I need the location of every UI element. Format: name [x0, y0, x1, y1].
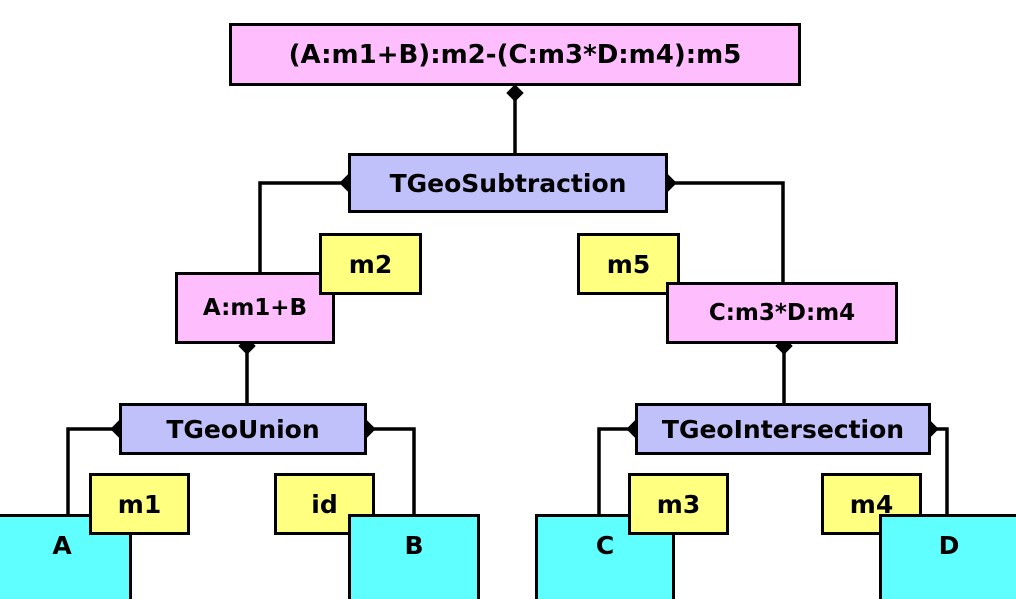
- matrix-m4-label: m4: [849, 489, 894, 519]
- node-shape-a-label: A: [52, 531, 72, 560]
- node-root-expression-label: (A:m1+B):m2-(C:m3*D:m4):m5: [288, 39, 742, 70]
- edge-union-to-shape-a: [66, 427, 118, 515]
- matrix-m5-label: m5: [606, 249, 651, 279]
- node-intersection[interactable]: TGeoIntersection: [635, 403, 931, 455]
- matrix-m3-label: m3: [656, 489, 701, 519]
- node-root-expression[interactable]: (A:m1+B):m2-(C:m3*D:m4):m5: [229, 23, 801, 86]
- matrix-m2[interactable]: m2: [319, 233, 422, 295]
- node-shape-b[interactable]: B: [348, 514, 480, 599]
- edge-intersection-to-shape-d: [931, 427, 949, 515]
- matrix-m5[interactable]: m5: [577, 233, 680, 295]
- node-shape-c-label: C: [595, 531, 615, 560]
- node-left-expression-label: A:m1+B: [202, 294, 308, 321]
- node-left-expression[interactable]: A:m1+B: [175, 272, 335, 344]
- edge-intersection-to-shape-c: [597, 427, 634, 515]
- node-right-expression-label: C:m3*D:m4: [708, 299, 856, 326]
- node-right-expression[interactable]: C:m3*D:m4: [666, 282, 898, 344]
- node-union[interactable]: TGeoUnion: [119, 403, 367, 455]
- edge-union-to-shape-b: [368, 427, 416, 515]
- matrix-m1-label: m1: [117, 489, 162, 519]
- node-shape-d-label: D: [938, 531, 960, 560]
- edge-subtraction-to-right-expression: [668, 181, 785, 283]
- node-shape-d[interactable]: D: [879, 514, 1016, 599]
- edge-subtraction-to-left-expression: [258, 181, 347, 273]
- diamond-root-bottom: [506, 84, 524, 102]
- node-subtraction[interactable]: TGeoSubtraction: [348, 153, 668, 213]
- node-intersection-label: TGeoIntersection: [661, 414, 905, 444]
- node-subtraction-label: TGeoSubtraction: [389, 168, 627, 198]
- node-union-label: TGeoUnion: [166, 414, 320, 444]
- matrix-m1[interactable]: m1: [89, 473, 190, 535]
- matrix-m3[interactable]: m3: [628, 473, 729, 535]
- matrix-id-label: id: [311, 489, 338, 519]
- node-shape-b-label: B: [404, 531, 424, 560]
- matrix-m2-label: m2: [348, 249, 393, 279]
